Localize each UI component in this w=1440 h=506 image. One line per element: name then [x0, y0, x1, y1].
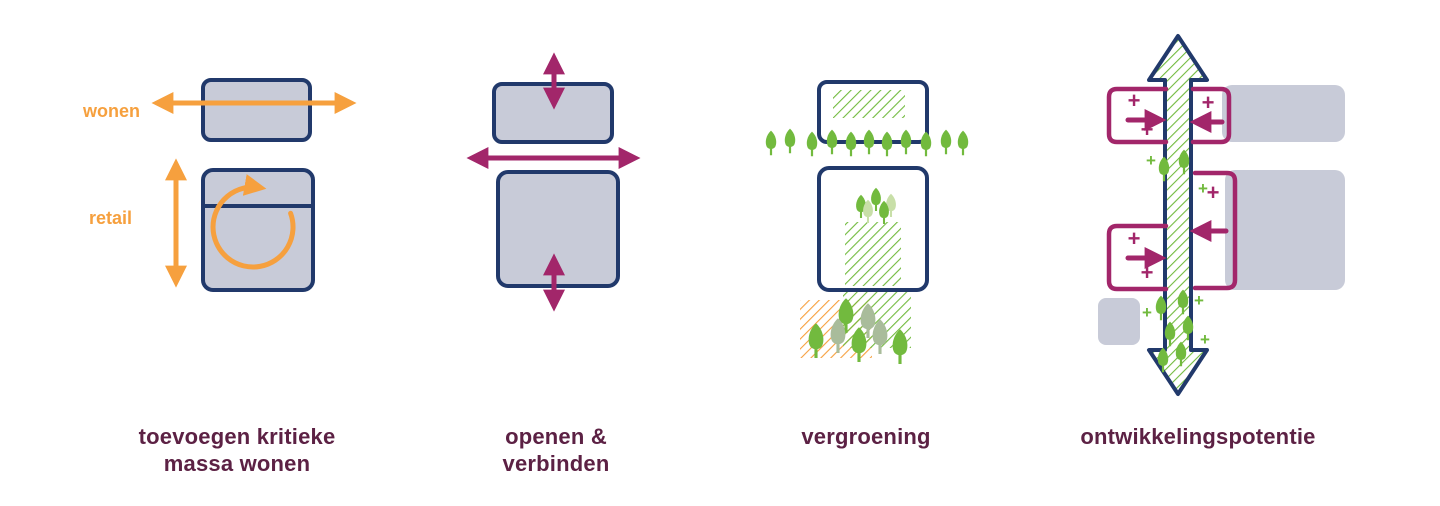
panel-caption-line2: verbinden [503, 451, 610, 476]
tree-icon [784, 128, 796, 154]
bottom-block [496, 170, 620, 288]
plus-icon: + [1141, 117, 1154, 142]
green-hatch-area [833, 90, 905, 118]
panel-caption-line1: openen & [505, 424, 607, 449]
plus-icon: + [1202, 90, 1215, 115]
plus-icon: + [1146, 151, 1156, 170]
adjacent-block-bottom [1098, 298, 1140, 345]
panel-caption-line1: toevoegen kritieke [139, 424, 336, 449]
tree-row [765, 128, 969, 157]
plus-icon: + [1207, 180, 1220, 205]
retail-label: retail [89, 208, 132, 228]
plus-icon: + [1198, 179, 1208, 198]
tree-icon [806, 131, 818, 157]
panel-caption: ontwikkelingspotentie [1080, 424, 1315, 449]
bracket-right-top-icon [1190, 86, 1232, 145]
bracket-left-top-icon [1106, 86, 1169, 145]
plus-icon: + [1128, 88, 1141, 113]
panel-caption: vergroening [801, 424, 930, 449]
rotation-arrow-icon [210, 174, 296, 270]
tree-icon [765, 130, 777, 156]
green-hatch-area [845, 222, 901, 286]
panel-ontwikkelingspotentie: + + + + + + + + + + + ontwikkelingspoten… [1080, 34, 1345, 449]
adjacent-block-top [1222, 85, 1345, 142]
bracket-right-bottom-icon [1192, 170, 1238, 291]
plus-icon: + [1200, 330, 1210, 349]
tree-icon [940, 129, 952, 155]
plus-icon: + [1194, 291, 1204, 310]
plus-icon: + [1141, 260, 1154, 285]
plus-icon: + [1128, 226, 1141, 251]
panel-caption-line2: massa wonen [164, 451, 310, 476]
plus-icon: + [1142, 303, 1152, 322]
development-arrow-icon [1147, 34, 1209, 396]
wonen-block [201, 78, 312, 142]
wonen-label: wonen [82, 101, 140, 121]
bracket-left-bottom-icon [1106, 223, 1169, 292]
panel-openen-verbinden: openen & verbinden [466, 52, 641, 476]
panel-vergroening: vergroening [765, 80, 969, 449]
panel-toevoegen-kritieke-massa-wonen: wonen retail toevoegen kritieke massa wo… [82, 78, 357, 476]
adjacent-block-middle [1225, 170, 1345, 290]
tree-icon [957, 130, 969, 156]
